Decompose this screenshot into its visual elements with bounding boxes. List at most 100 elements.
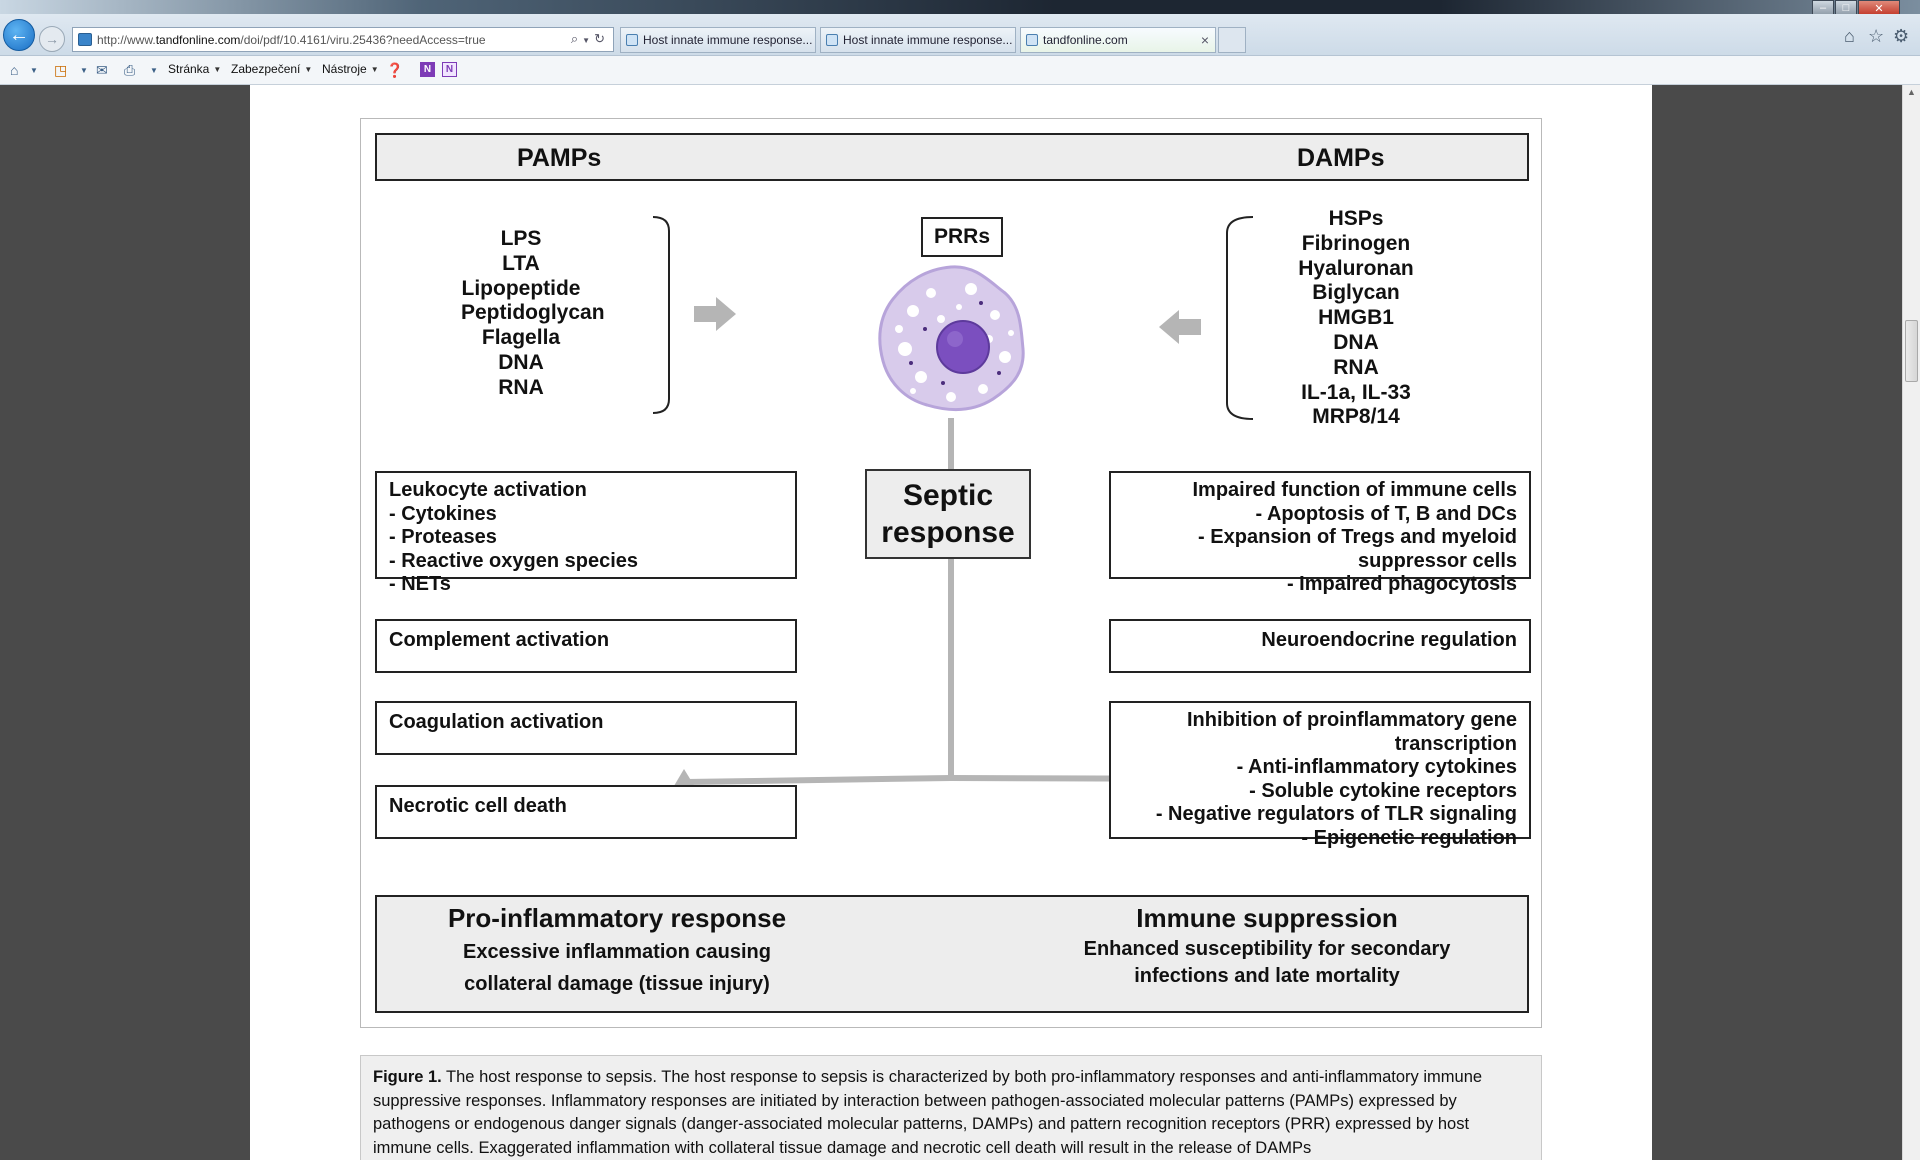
box-item: suppressor cells [1358, 549, 1517, 572]
new-tab-button[interactable] [1218, 27, 1246, 53]
search-icon[interactable]: ⌕ [570, 31, 583, 46]
pro-inflammatory-title: Pro-inflammatory response [447, 903, 787, 933]
url-path: /doi/pdf/10.4161/viru.25436?needAccess=t… [240, 32, 486, 47]
window-title-bar [0, 0, 1920, 14]
box-title: Necrotic cell death [389, 795, 567, 817]
chevron-down-icon: ▼ [304, 64, 313, 74]
dropdown-icon[interactable]: ▼ [30, 66, 38, 75]
menu-page[interactable]: Stránka▼ [168, 62, 221, 76]
box-title: Coagulation activation [389, 711, 604, 733]
back-button[interactable]: ← [3, 19, 35, 51]
forward-button[interactable]: → [39, 26, 65, 52]
box-title: Inhibition of proinflammatory gene [1187, 709, 1517, 731]
leukocyte-activation-box: Leukocyte activation - Cytokines - Prote… [375, 471, 797, 595]
scroll-thumb[interactable] [1905, 320, 1918, 382]
necrotic-cell-death-box: Necrotic cell death [375, 785, 797, 839]
browser-tab-active[interactable]: tandfonline.com × [1020, 27, 1216, 53]
vertical-scrollbar[interactable]: ▲ [1902, 85, 1920, 1160]
damps-bracket [1226, 216, 1254, 420]
neuroendocrine-regulation-box: Neuroendocrine regulation [1109, 619, 1531, 673]
help-icon[interactable]: ❓ [386, 62, 404, 78]
list-item: Biglycan [1312, 281, 1400, 305]
immune-suppression-sub-1: Enhanced susceptibility for secondary [1083, 938, 1451, 960]
pamps-bracket [652, 216, 670, 414]
box-item: - Negative regulators of TLR signaling [1155, 803, 1517, 825]
pro-inflammatory-sub-2: collateral damage (tissue injury) [464, 973, 770, 995]
box-item: transcription [1394, 732, 1517, 755]
list-item: Fibrinogen [1301, 231, 1411, 255]
pamps-list: LPS LTA Lipopeptide Peptidoglycan Flagel… [461, 227, 605, 401]
box-title: Impaired function of immune cells [1192, 479, 1518, 501]
list-item: RNA [498, 375, 544, 399]
box-item: - Soluble cytokine receptors [1249, 779, 1517, 802]
septic-line-2: response [881, 516, 1015, 549]
right-arrow-icon [694, 297, 736, 331]
menu-security[interactable]: Zabezpečení▼ [231, 62, 312, 76]
caption-label: Figure 1. [373, 1068, 442, 1086]
pdf-page: PAMPs DAMPs LPS LTA Lipopeptide Peptidog… [250, 85, 1652, 1160]
browser-tab-2[interactable]: Host innate immune response... [820, 27, 1016, 53]
rss-icon[interactable]: ◳ [54, 62, 68, 78]
pro-inflammatory-sub-1: Excessive inflammation causing [463, 941, 771, 963]
refresh-icon[interactable]: ↻ [594, 31, 609, 46]
dropdown-icon[interactable]: ▼ [80, 66, 88, 75]
chevron-down-icon: ▼ [213, 64, 222, 74]
chevron-down-icon: ▼ [370, 64, 379, 74]
maximize-button[interactable]: □ [1835, 0, 1857, 16]
navigation-bar: ← → http://www.tandfonline.com/doi/pdf/1… [0, 14, 1920, 56]
dropdown-icon[interactable]: ▼ [150, 66, 158, 75]
damps-title: DAMPs [1297, 144, 1385, 172]
scroll-up-icon[interactable]: ▲ [1907, 87, 1916, 97]
browser-tab-1[interactable]: Host innate immune response... [620, 27, 816, 53]
box-title: Neuroendocrine regulation [1261, 629, 1517, 651]
onenote-icon[interactable]: N [420, 62, 435, 77]
prrs-label-box: PRRs [921, 217, 1003, 257]
star-icon[interactable]: ☆ [1868, 26, 1885, 46]
box-item: - Impaired phagocytosis [1286, 573, 1517, 595]
tab-label: tandfonline.com [1043, 33, 1128, 47]
address-bar[interactable]: http://www.tandfonline.com/doi/pdf/10.41… [72, 27, 614, 52]
list-item: DNA [1333, 330, 1379, 354]
list-item: LPS [500, 227, 542, 250]
caption-text: The host response to sepsis. The host re… [373, 1068, 1483, 1157]
address-bar-icons: ⌕▼↻ [571, 31, 609, 47]
tab-favicon [626, 34, 638, 46]
list-item: Hyaluronan [1298, 256, 1414, 280]
home-icon[interactable]: ⌂ [1844, 26, 1855, 46]
figure-caption: Figure 1. The host response to sepsis. T… [360, 1055, 1542, 1160]
immune-suppression-sub-2: infections and late mortality [1134, 965, 1400, 987]
box-title: Complement activation [389, 629, 610, 651]
onenote-linked-icon[interactable]: N [442, 62, 457, 77]
mail-icon[interactable]: ✉ [96, 62, 108, 78]
list-item: IL-1a, IL-33 [1301, 380, 1411, 404]
print-icon[interactable]: ⎙ [124, 62, 136, 78]
impaired-immune-function-box: Impaired function of immune cells - Apop… [1109, 471, 1531, 595]
tab-close-icon[interactable]: × [1200, 32, 1209, 48]
home-icon[interactable]: ⌂ [10, 62, 19, 78]
url-domain: tandfonline.com [155, 32, 241, 47]
box-item: - Cytokines [389, 502, 497, 525]
immune-cell-icon [878, 265, 1025, 412]
immune-suppression-title: Immune suppression [1136, 903, 1398, 933]
forward-arrow-icon: → [45, 31, 59, 47]
list-item: Flagella [481, 326, 561, 350]
list-item: Peptidoglycan [461, 301, 605, 325]
menu-security-label: Zabezpečení [231, 62, 301, 76]
box-item: - Anti-inflammatory cytokines [1236, 756, 1517, 778]
gear-icon[interactable]: ⚙ [1893, 26, 1910, 46]
box-item: - Apoptosis of T, B and DCs [1255, 502, 1517, 525]
list-item: Lipopeptide [461, 276, 581, 300]
menu-page-label: Stránka [168, 62, 210, 76]
figure-frame: PAMPs DAMPs LPS LTA Lipopeptide Peptidog… [360, 118, 1542, 1028]
menu-tools[interactable]: Nástroje▼ [322, 62, 379, 76]
list-item: LTA [502, 251, 540, 275]
dropdown-icon[interactable]: ▼ [582, 36, 595, 45]
septic-line-1: Septic [902, 479, 994, 512]
tab-favicon [1026, 34, 1038, 46]
list-item: HSPs [1328, 207, 1384, 230]
tab-label: Host innate immune response... [843, 33, 1013, 47]
box-item: - Expansion of Tregs and myeloid [1198, 526, 1517, 548]
outcome-box: Pro-inflammatory response Excessive infl… [375, 895, 1529, 1013]
box-item: - Epigenetic regulation [1301, 826, 1517, 849]
damps-list: HSPs Fibrinogen Hyaluronan Biglycan HMGB… [1261, 207, 1451, 430]
